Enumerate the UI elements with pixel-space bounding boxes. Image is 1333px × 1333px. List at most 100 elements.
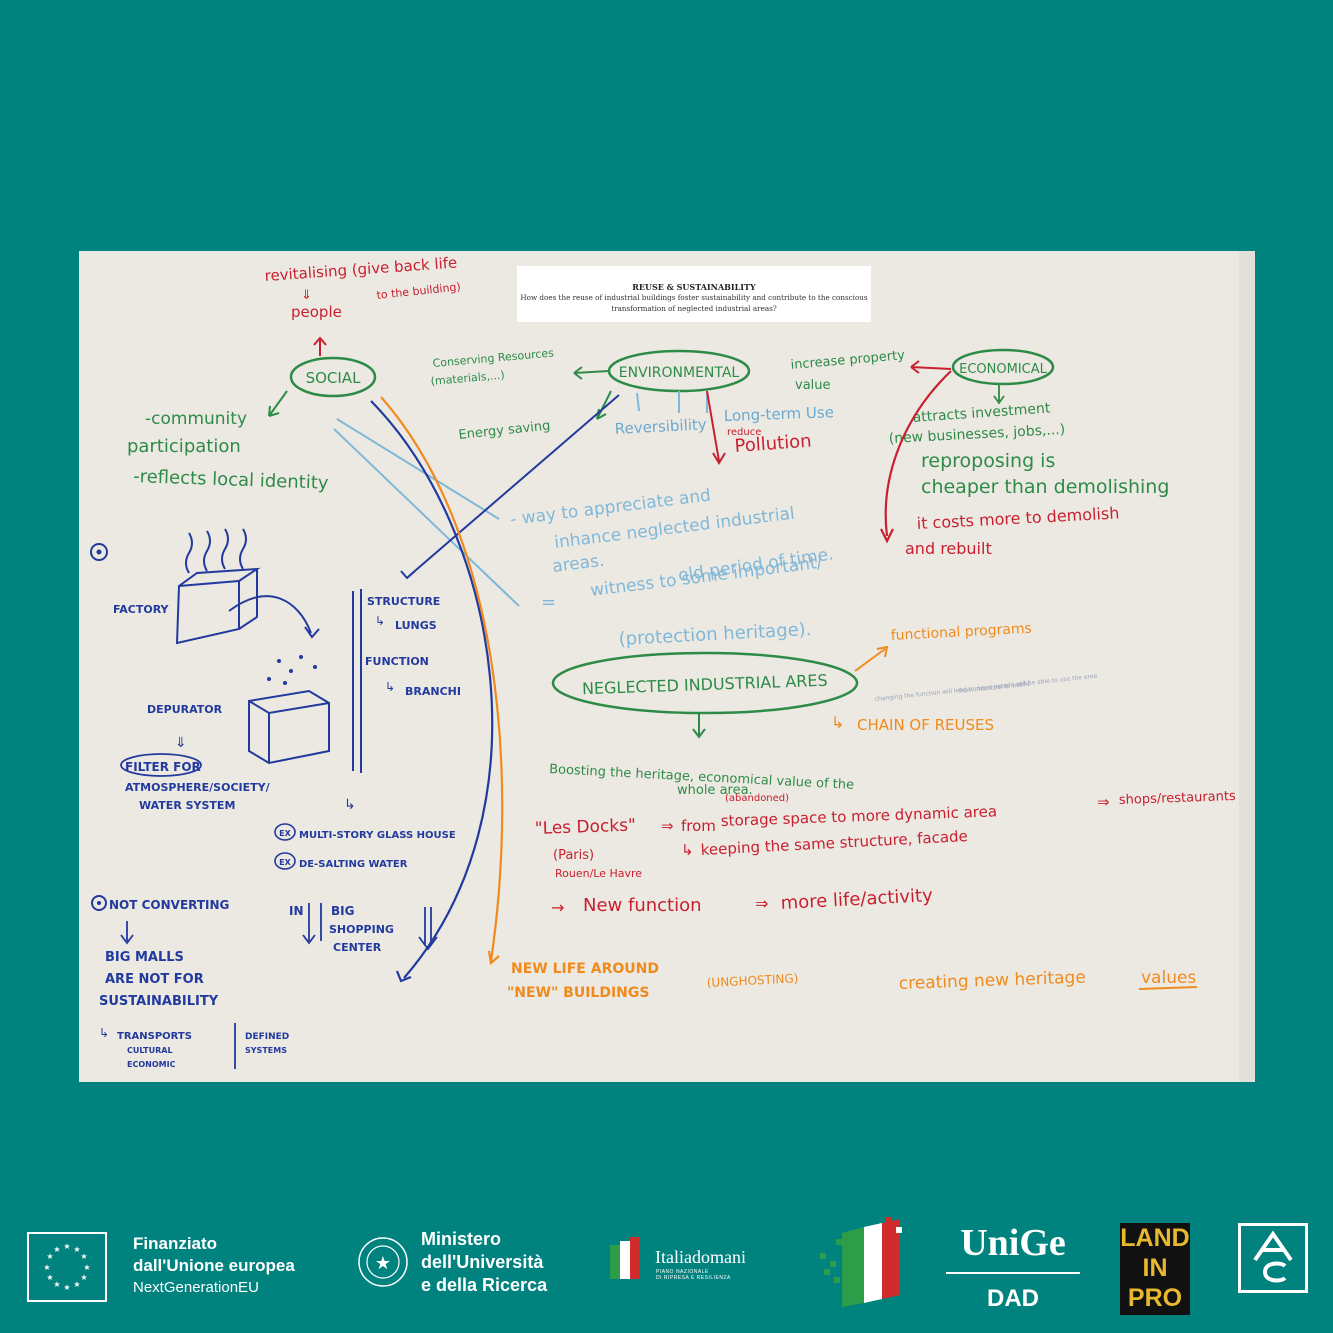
keeping-arrow: ↳: [681, 841, 694, 859]
svg-text:★: ★: [46, 1273, 53, 1282]
community-text: -community: [145, 409, 247, 429]
transports-arrow: ↳: [99, 1026, 109, 1040]
shopping-text: SHOPPING: [329, 923, 394, 936]
flipchart-paper: REUSE & SUSTAINABILITY How does the reus…: [79, 251, 1255, 1082]
big-malls-text: BIG MALLS: [105, 950, 184, 965]
land-in-pro-logo: LAND IN PRO: [1120, 1223, 1190, 1315]
ex1-text: MULTI-STORY GLASS HOUSE: [299, 830, 456, 841]
svg-text:★: ★: [63, 1283, 70, 1292]
svg-text:★: ★: [53, 1280, 60, 1289]
value-text: value: [795, 378, 831, 393]
branchi-arrow: ↳: [385, 680, 395, 694]
transports-text: TRANSPORTS: [117, 1031, 192, 1042]
republic-emblem-icon: ★: [354, 1233, 412, 1291]
unghosting-text: (UNGHOSTING): [706, 971, 798, 990]
abandoned-text: (abandoned): [725, 793, 789, 804]
eu-line2: dall'Unione europea: [133, 1256, 295, 1275]
bottom-notes: NEW LIFE AROUND "NEW" BUILDINGS (UNGHOST…: [507, 961, 1198, 1001]
question-header: REUSE & SUSTAINABILITY How does the reus…: [517, 266, 871, 322]
more-life-arrow: ⇒: [755, 894, 768, 913]
italia-domani-sub2: DI RIPRESA E RESILIENZA: [656, 1275, 731, 1281]
header-title: REUSE & SUSTAINABILITY: [632, 282, 756, 292]
water-arrow: ↳: [344, 797, 356, 813]
ac-logo-icon: [1238, 1223, 1308, 1293]
shops-arrow: ⇒: [1097, 793, 1110, 811]
new-buildings-text: "NEW" BUILDINGS: [507, 985, 649, 1001]
social-label: SOCIAL: [306, 369, 361, 387]
svg-text:★: ★: [80, 1252, 87, 1261]
lungs-arrow: ↳: [375, 614, 385, 628]
ex2-badge: EX: [279, 858, 291, 867]
boosting-line2: whole area.: [677, 783, 753, 798]
ex1-badge: EX: [279, 829, 291, 838]
depurator-arrow: ⇓: [175, 735, 187, 751]
from-text: from: [681, 817, 716, 835]
italia-domani-sub1: PIANO NAZIONALE: [656, 1269, 709, 1275]
depurator-label: DEPURATOR: [147, 703, 223, 716]
factory-label: FACTORY: [113, 603, 170, 616]
mur-line3: e della Ricerca: [421, 1275, 548, 1295]
people-arrow: ⇓: [301, 288, 312, 303]
svg-text:★: ★: [73, 1245, 80, 1254]
structure-label: STRUCTURE: [367, 595, 440, 608]
new-life-text: NEW LIFE AROUND: [511, 961, 659, 977]
filter-label: FILTER FOR: [125, 760, 201, 774]
not-converting-text: NOT CONVERTING: [109, 898, 229, 912]
reduce-text: reduce: [727, 427, 761, 438]
eu-flag-icon: ★★★★ ★★★★ ★★★★: [27, 1232, 107, 1302]
economic-text: ECONOMIC: [127, 1060, 176, 1069]
heritage-eq: =: [541, 592, 556, 613]
reproposing-text: reproposing is: [921, 450, 1055, 472]
materials-text: (materials,...): [430, 369, 505, 388]
values-text: values: [1141, 968, 1196, 988]
svg-text:★: ★: [43, 1263, 50, 1272]
unige-dept: DAD: [987, 1285, 1039, 1312]
long-term-text: Long-term Use: [724, 403, 835, 425]
lungs-label: LUNGS: [395, 619, 437, 632]
flipchart-photo: REUSE & SUSTAINABILITY How does the reus…: [79, 251, 1255, 1082]
cheaper-text: cheaper than demolishing: [921, 476, 1169, 498]
header-question-2: transformation of neglected industrial a…: [611, 304, 777, 313]
funding-logos-bar: ★★★★ ★★★★ ★★★★ Finanziato dall'Unione eu…: [0, 1205, 1333, 1333]
defined-text: DEFINED: [245, 1032, 289, 1042]
function-label: FUNCTION: [365, 655, 429, 668]
svg-text:★: ★: [53, 1245, 60, 1254]
systems-text: SYSTEMS: [245, 1046, 287, 1055]
les-docks-text: "Les Docks": [534, 815, 636, 839]
economical-label: ECONOMICAL: [959, 362, 1048, 377]
docks-arrow: ⇒: [661, 817, 674, 835]
are-not-text: ARE NOT FOR: [105, 972, 204, 987]
paris-text: (Paris): [553, 848, 594, 863]
header-question-1: How does the reuse of industrial buildin…: [520, 293, 868, 302]
mur-line2: dell'Università: [421, 1252, 544, 1272]
eu-line3: NextGenerationEU: [133, 1279, 259, 1296]
shops-text: shops/restaurants: [1119, 789, 1237, 808]
mur-text: Ministero dell'Università e della Ricerc…: [421, 1228, 547, 1297]
ex2-text: DE-SALTING WATER: [299, 859, 408, 870]
land-line2: IN: [1142, 1254, 1168, 1282]
center-text: CENTER: [333, 941, 382, 954]
svg-text:★: ★: [83, 1263, 90, 1272]
land-line3: PRO: [1127, 1284, 1183, 1312]
pnrr-pixel-flag-icon: [816, 1217, 906, 1309]
reversibility-text: Reversibility: [614, 415, 707, 438]
people-text: people: [291, 303, 342, 321]
participation-text: participation: [127, 436, 241, 457]
atmosphere-label: ATMOSPHERE/SOCIETY/: [125, 781, 271, 794]
new-function-arrow: →: [551, 898, 564, 917]
italia-domani-flag-icon: [608, 1235, 648, 1281]
svg-text:★: ★: [63, 1242, 70, 1251]
rouen-text: Rouen/Le Havre: [555, 867, 642, 880]
rebuilt-text: and rebuilt: [905, 539, 992, 558]
mur-line1: Ministero: [421, 1229, 502, 1249]
cultural-text: CULTURAL: [127, 1046, 173, 1055]
unige-name: UniGe: [960, 1222, 1066, 1264]
eu-line1: Finanziato: [133, 1234, 218, 1253]
in-text: IN: [289, 904, 304, 918]
sustainability-text: SUSTAINABILITY: [99, 994, 219, 1009]
functional-programs-text: functional programs: [890, 621, 1032, 644]
chain-arrow: ↳: [831, 713, 844, 732]
svg-text:★: ★: [46, 1252, 53, 1261]
land-line1: LAND: [1120, 1224, 1190, 1252]
new-function-text: New function: [583, 895, 702, 916]
